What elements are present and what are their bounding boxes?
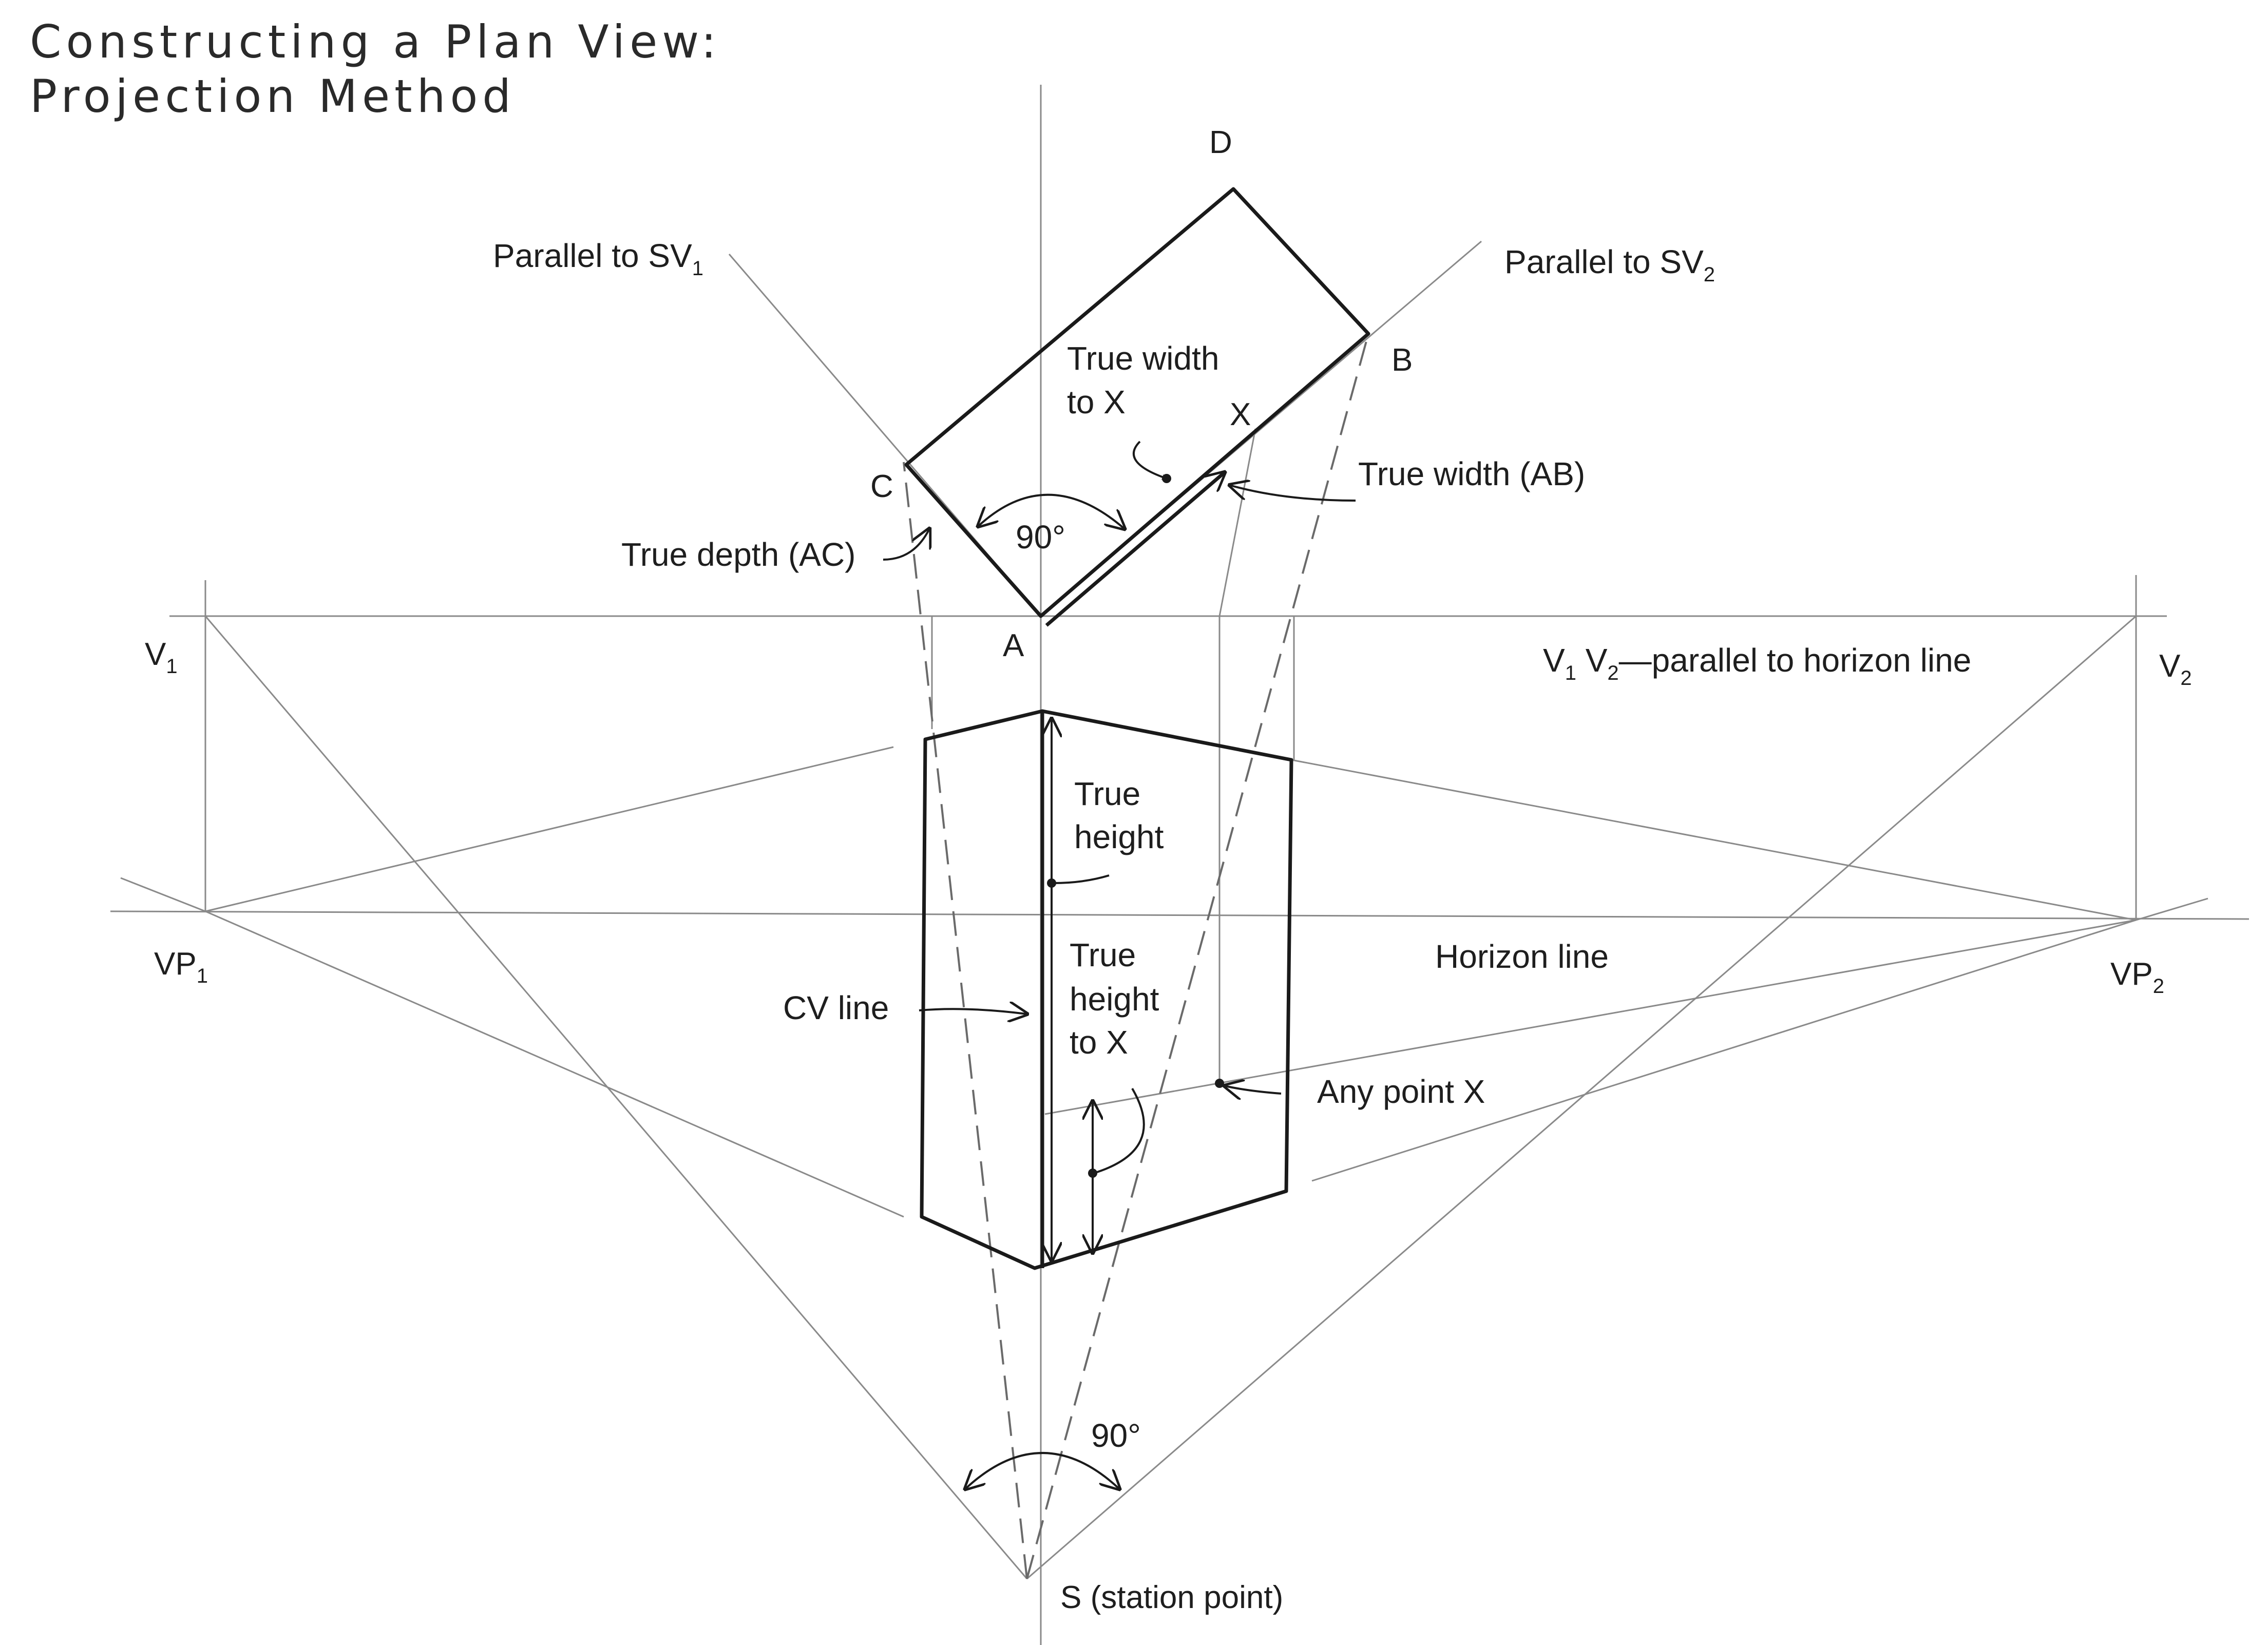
dot-any-point-x xyxy=(1215,1079,1224,1088)
leader-true-height-x xyxy=(1093,1087,1145,1174)
horizon-line xyxy=(110,910,2250,920)
point-a-label: A xyxy=(1003,628,1024,663)
point-v1-label: V1 xyxy=(145,637,178,678)
v1v2-parallel-label: V1 V2—parallel to horizon line xyxy=(1543,642,1971,684)
s-to-v2-line xyxy=(1026,615,2137,1580)
point-vp2-label: VP2 xyxy=(2110,957,2164,998)
point-vp1-label: VP1 xyxy=(154,946,208,987)
leader-true-depth-ac xyxy=(883,529,929,561)
horizon-line-label: Horizon line xyxy=(1435,938,1609,975)
dot-x-plan xyxy=(1162,474,1171,483)
dot-true-height-x xyxy=(1088,1169,1097,1178)
leader-any-point-x xyxy=(1225,1086,1282,1094)
angle-arc-top xyxy=(978,493,1125,529)
x-sight-line xyxy=(1218,428,1256,617)
leader-true-width-ab xyxy=(1230,485,1356,502)
true-width-ab-label: True width (AB) xyxy=(1358,455,1585,492)
dot-true-height xyxy=(1047,878,1056,888)
sight-lines xyxy=(903,333,1369,1579)
leader-cv-line xyxy=(919,1009,1027,1014)
point-v2-label: V2 xyxy=(2159,648,2192,690)
point-d-label: D xyxy=(1209,125,1232,160)
point-b-label: B xyxy=(1392,342,1413,378)
parallel-sv1-label: Parallel to SV1 xyxy=(493,237,703,280)
width-to-x-arrow xyxy=(1045,472,1225,627)
true-height-label-line-2: height xyxy=(1074,818,1164,855)
title-line-1: Constructing a Plan View: xyxy=(30,15,721,68)
vp2-top-line xyxy=(1291,759,2137,921)
leader-lines xyxy=(883,441,1356,1174)
true-width-x-label-line-2: to X xyxy=(1067,384,1126,420)
construction-lines xyxy=(110,85,2250,1645)
s-to-v1-line xyxy=(204,616,1028,1579)
title-line-2: Projection Method xyxy=(30,70,516,123)
parallel-sv2-label: Parallel to SV2 xyxy=(1504,243,1715,286)
true-height-x-label-line-3: to X xyxy=(1070,1024,1128,1061)
vp2-extension xyxy=(2136,897,2208,921)
vp1-extension xyxy=(120,877,206,912)
true-width-x-label-line-1: True width xyxy=(1067,340,1219,377)
angle-bottom-label: 90° xyxy=(1091,1417,1141,1454)
point-x-label: X xyxy=(1230,397,1251,432)
sight-line-c xyxy=(903,462,1028,1579)
plan-view-rectangle xyxy=(904,187,1370,618)
station-point-label: S (station point) xyxy=(1060,1580,1283,1615)
vp1-bottom-line xyxy=(205,910,904,1218)
angle-arc-bottom xyxy=(965,1452,1119,1489)
true-height-label-line-1: True xyxy=(1074,775,1140,812)
cv-line-label: CV line xyxy=(783,989,889,1026)
any-point-x-label: Any point X xyxy=(1317,1073,1485,1110)
point-c-label: C xyxy=(870,469,893,504)
angle-top-label: 90° xyxy=(1016,519,1065,556)
leader-true-width-x xyxy=(1133,441,1167,479)
vp2-bottom-line xyxy=(1311,919,2137,1182)
true-depth-ac-label: True depth (AC) xyxy=(621,536,855,573)
leader-true-height xyxy=(1053,874,1110,884)
true-height-x-label-line-2: height xyxy=(1070,981,1159,1018)
vp1-top-line xyxy=(205,746,894,912)
true-height-x-label-line-1: True xyxy=(1070,936,1136,973)
